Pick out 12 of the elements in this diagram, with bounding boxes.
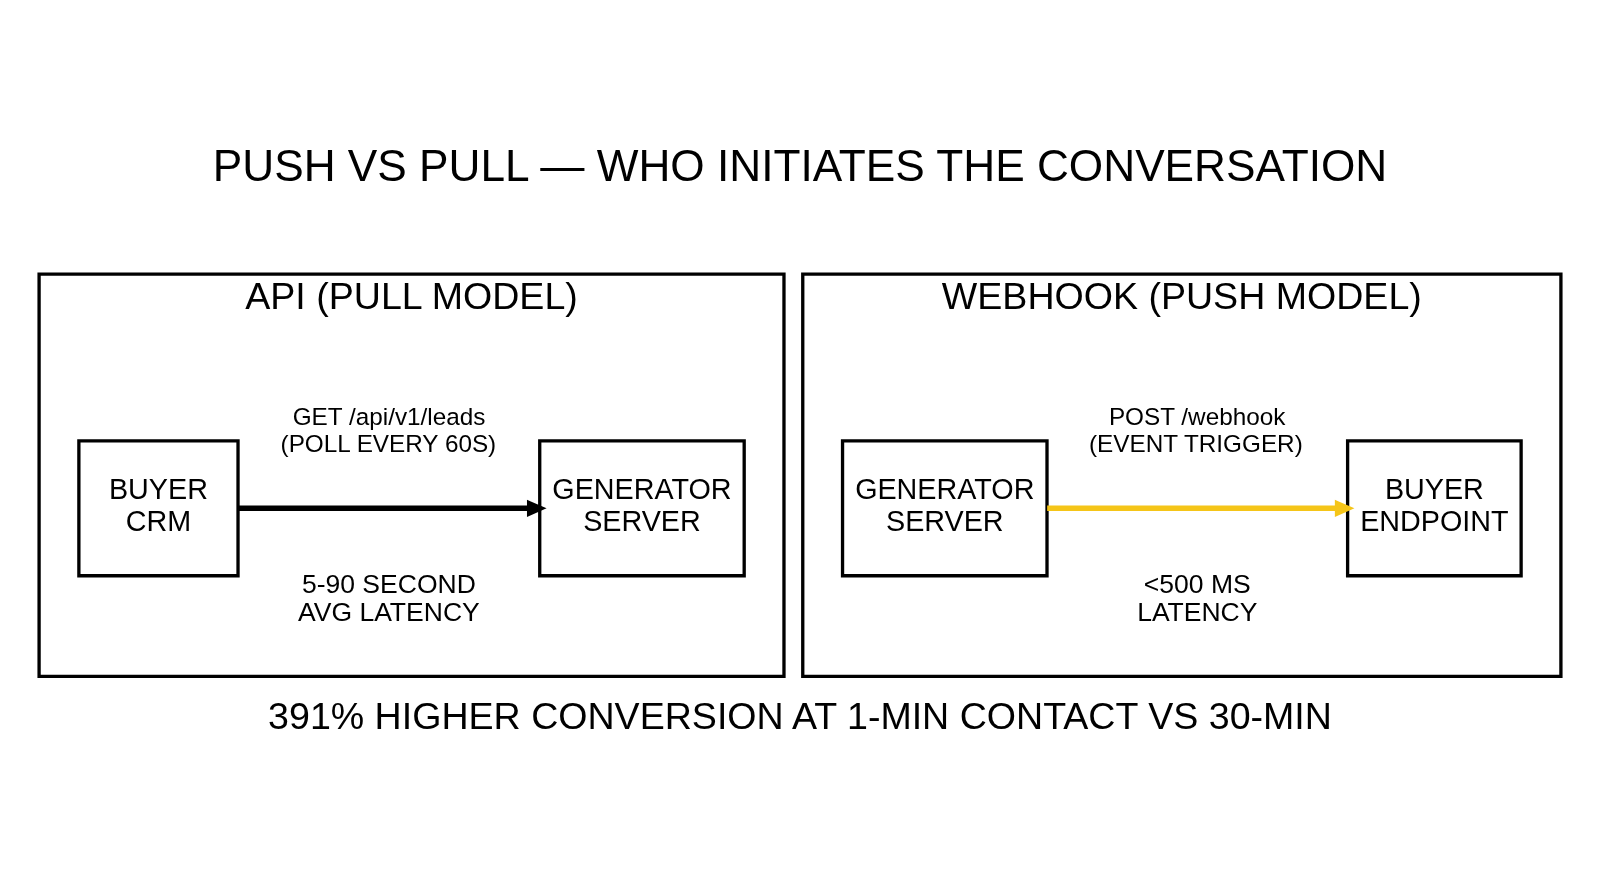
node-box: BUYER CRM [77,438,240,577]
arrow [1047,499,1355,517]
node-box: GENERATOR SERVER [840,438,1049,577]
label: 5-90 SECOND AVG LATENCY [298,568,480,627]
edge-label: POST /webhook (EVENT TRIGGER) [1089,402,1303,457]
diagram-title: PUSH VS PULL — WHO INITIATES THE CONVERSATION [212,140,1388,190]
node-box: GENERATOR SERVER [538,438,746,577]
arrow [238,499,547,517]
node-box: BUYER ENDPOINT [1345,438,1523,577]
caption: 391% HIGHER CONVERSION AT 1-MIN CONTACT VS 30-MIN [268,693,1332,736]
label: <500 MS LATENCY [1137,568,1258,627]
edge-label: GET /api/v1/leads (POLL EVERY 60S) [280,402,497,457]
